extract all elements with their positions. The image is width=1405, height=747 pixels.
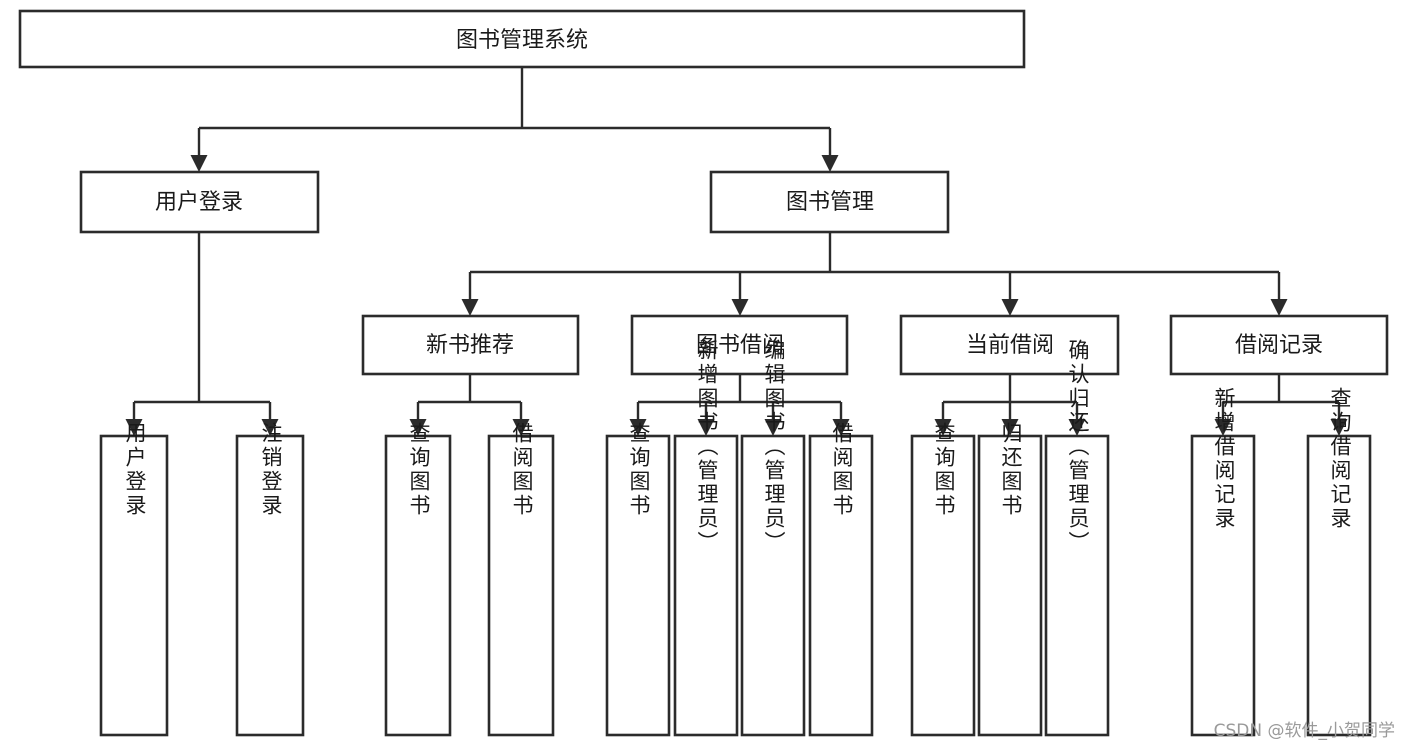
connector-newbook-to-leaves	[409, 374, 530, 436]
connector-bookborrow-to-leaves	[629, 374, 850, 436]
connector-borrowrecord-to-leaves	[1214, 374, 1348, 436]
node-leaf-edit-book-admin-label: 编辑图书（管理员）	[762, 339, 786, 555]
node-new-book-recommend-label: 新书推荐	[426, 333, 514, 358]
arrow-to-new-book-recommend	[461, 299, 479, 316]
node-book-borrow[interactable]: 图书借阅	[630, 314, 849, 376]
node-root-label: 图书管理系统	[456, 28, 588, 53]
connector-currentborrow-to-leaves	[934, 374, 1086, 436]
node-root[interactable]: 图书管理系统	[18, 9, 1026, 69]
node-borrow-record-label: 借阅记录	[1235, 333, 1323, 358]
node-leaf-query-book-3[interactable]: 查询图书	[910, 422, 976, 737]
node-leaf-return-book[interactable]: 归还图书	[977, 422, 1043, 737]
arrow-to-borrow-record	[1270, 299, 1288, 316]
node-leaf-confirm-return-admin-label: 确认归还（管理员）	[1066, 339, 1090, 555]
node-book-management[interactable]: 图书管理	[709, 170, 950, 234]
node-user-login[interactable]: 用户登录	[79, 170, 320, 234]
node-leaf-query-book-2[interactable]: 查询图书	[605, 422, 671, 737]
node-leaf-add-borrow-record-label: 新增借阅记录	[1212, 387, 1236, 531]
node-leaf-user-login[interactable]: 用户登录	[99, 422, 169, 737]
node-new-book-recommend[interactable]: 新书推荐	[361, 314, 580, 376]
arrow-to-book-management	[821, 155, 839, 172]
node-leaf-query-borrow-record[interactable]: 查询借阅记录	[1306, 387, 1372, 737]
arrow-to-current-borrow	[1001, 299, 1019, 316]
node-leaf-add-borrow-record[interactable]: 新增借阅记录	[1190, 387, 1256, 737]
node-current-borrow-label: 当前借阅	[966, 333, 1054, 358]
node-current-borrow[interactable]: 当前借阅	[899, 314, 1120, 376]
node-user-login-label: 用户登录	[155, 190, 243, 215]
arrow-to-user-login	[190, 155, 208, 172]
node-book-borrow-label: 图书借阅	[696, 333, 784, 358]
node-borrow-record[interactable]: 借阅记录	[1169, 314, 1389, 376]
node-leaf-borrow-book-2[interactable]: 借阅图书	[808, 422, 874, 737]
node-leaf-query-book-3-label: 查询图书	[932, 422, 956, 518]
node-leaf-logout-login[interactable]: 注销登录	[235, 422, 305, 737]
node-leaf-add-book-admin[interactable]: 新增图书（管理员）	[673, 339, 739, 737]
node-leaf-return-book-label: 归还图书	[999, 422, 1023, 518]
node-leaf-borrow-book-1-label: 借阅图书	[510, 422, 534, 518]
connector-root-to-level2	[190, 67, 839, 172]
connector-userlogin-to-leaves	[125, 232, 279, 436]
node-leaf-logout-login-label: 注销登录	[259, 422, 283, 518]
node-leaf-user-login-label: 用户登录	[123, 422, 147, 518]
node-leaf-query-book-1[interactable]: 查询图书	[384, 422, 452, 737]
node-leaf-confirm-return-admin[interactable]: 确认归还（管理员）	[1044, 339, 1110, 737]
node-leaf-query-book-2-label: 查询图书	[627, 422, 651, 518]
node-leaf-query-book-1-label: 查询图书	[407, 422, 431, 518]
node-leaf-edit-book-admin[interactable]: 编辑图书（管理员）	[740, 339, 806, 737]
node-leaf-query-borrow-record-label: 查询借阅记录	[1328, 387, 1352, 531]
node-book-management-label: 图书管理	[786, 190, 874, 215]
node-leaf-borrow-book-2-label: 借阅图书	[830, 422, 854, 518]
arrow-to-book-borrow	[731, 299, 749, 316]
connector-bookmgmt-to-level3	[461, 232, 1288, 316]
node-leaf-borrow-book-1[interactable]: 借阅图书	[487, 422, 555, 737]
node-leaf-add-book-admin-label: 新增图书（管理员）	[695, 339, 719, 555]
